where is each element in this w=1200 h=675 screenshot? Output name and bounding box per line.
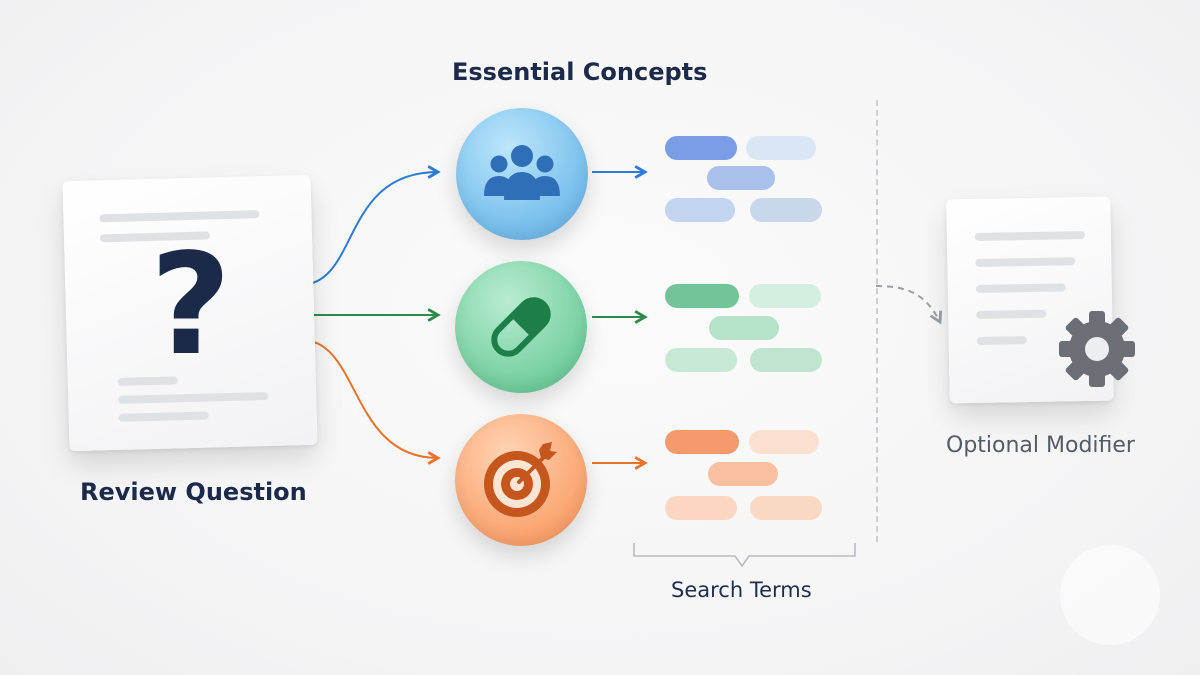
search-terms-brace: [633, 543, 856, 568]
gear-icon: [1059, 311, 1135, 387]
search-term-pill: [665, 284, 739, 308]
search-term-pill: [665, 136, 737, 160]
people-group-icon: [484, 145, 560, 200]
doc-line: [974, 231, 1085, 241]
search-term-pill: [750, 198, 822, 222]
doc-line: [99, 210, 260, 223]
search-term-pill: [708, 462, 778, 486]
search-term-pill: [665, 496, 737, 520]
capsule-pill-icon: [491, 297, 551, 357]
search-term-pill: [665, 348, 737, 372]
review-question-label: Review Question: [80, 478, 307, 506]
target-arrow-icon: [484, 442, 557, 517]
section-divider: [876, 100, 878, 542]
search-term-pill: [709, 316, 779, 340]
doc-line: [118, 391, 269, 404]
population-concept-circle: [456, 108, 588, 240]
arrow-review-to-outcome: [301, 339, 438, 458]
search-term-pill: [749, 284, 821, 308]
intervention-concept-circle: [455, 261, 587, 393]
doc-line: [976, 336, 1027, 345]
search-term-pill: [750, 496, 822, 520]
doc-line: [976, 309, 1047, 319]
doc-line: [118, 411, 209, 422]
search-term-pill: [750, 348, 822, 372]
optional-modifier-label: Optional Modifier: [946, 433, 1135, 458]
watermark-logo: [1060, 545, 1160, 645]
doc-line: [975, 257, 1076, 267]
search-term-pill: [665, 430, 739, 454]
arrow-review-to-population: [299, 172, 438, 286]
search-term-pill: [665, 198, 735, 222]
search-term-pill: [749, 430, 819, 454]
question-mark-icon: ?: [150, 224, 232, 387]
arrow-to-modifier: [875, 285, 940, 322]
search-terms-label: Search Terms: [671, 578, 812, 602]
search-term-pill: [707, 166, 775, 190]
search-term-pill: [746, 136, 816, 160]
outcome-concept-circle: [455, 414, 587, 546]
essential-concepts-title: Essential Concepts: [452, 58, 708, 86]
doc-line: [975, 283, 1066, 293]
